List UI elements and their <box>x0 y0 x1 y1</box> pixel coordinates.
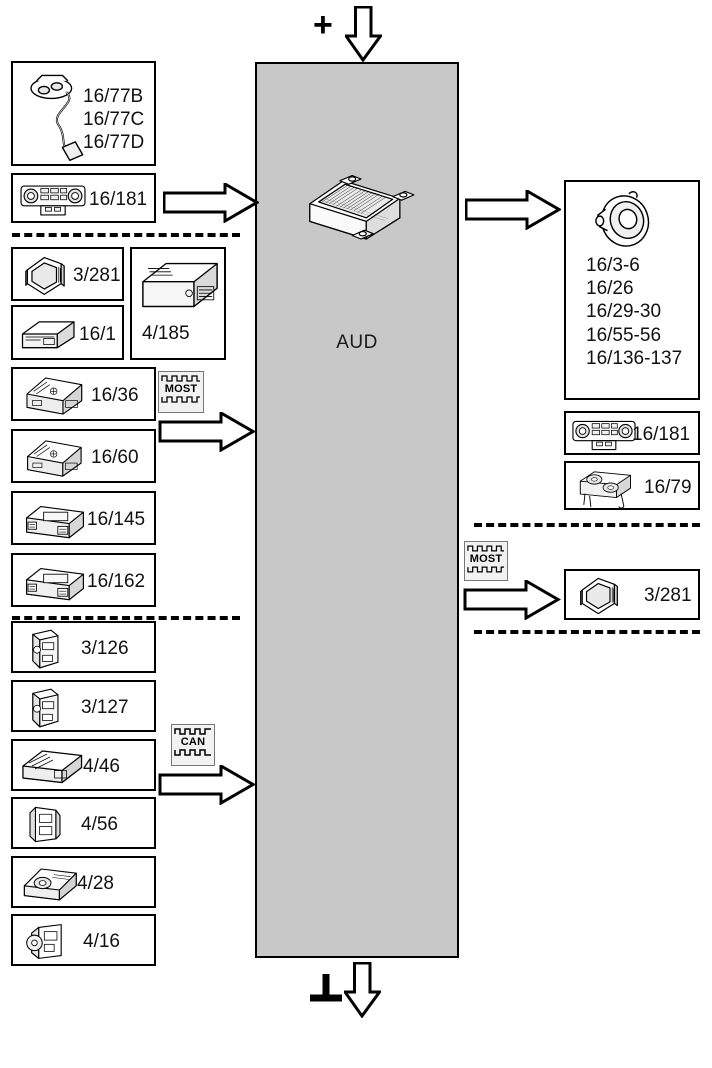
square-wave-icon <box>161 375 200 382</box>
tweeter-pair-icon <box>579 471 631 508</box>
square-wave-icon <box>174 749 211 756</box>
module-16-162-box[interactable]: 16/162 <box>11 553 156 607</box>
module-16-60-box[interactable]: 16/60 <box>11 429 156 483</box>
amplifier-module-icon <box>26 505 84 539</box>
group-separator-left-1 <box>12 233 240 237</box>
component-label: 16/3-6 16/26 16/29-30 16/55-56 16/136-13… <box>586 255 683 369</box>
antenna-cable-icon <box>29 74 84 162</box>
antenna-module-box[interactable]: 16/77B 16/77C 16/77D <box>11 61 156 166</box>
group-separator-left-2 <box>12 616 240 620</box>
ground-terminal <box>306 962 396 1018</box>
sensor-block-icon <box>32 688 59 728</box>
arrow-left-to-aud-1 <box>163 183 259 223</box>
component-label: 16/145 <box>87 509 146 530</box>
square-wave-icon <box>174 728 211 735</box>
can-bus-badge-left: CAN <box>171 724 215 766</box>
down-arrow-icon <box>344 962 381 1018</box>
sensor-block-icon <box>32 629 59 669</box>
control-panel-16-181-box[interactable]: 16/181 <box>11 173 156 223</box>
component-label: 16/36 <box>91 385 139 406</box>
arrow-left-to-aud-can <box>158 765 255 805</box>
module-16-145-box[interactable]: 16/145 <box>11 491 156 545</box>
component-label: 16/60 <box>91 447 139 468</box>
square-wave-icon <box>467 566 505 573</box>
control-module-icon <box>27 440 82 477</box>
control-panel-icon <box>572 420 636 451</box>
group-separator-right-1 <box>474 523 700 527</box>
speaker-icon <box>594 189 656 252</box>
component-label: 4/185 <box>142 323 190 344</box>
component-label: 4/46 <box>83 756 120 777</box>
display-screen-icon <box>25 256 65 296</box>
arrow-aud-to-right-1 <box>465 190 561 230</box>
aud-module-panel[interactable]: AUD <box>255 62 459 958</box>
most-bus-badge-left: MOST <box>158 371 204 413</box>
bus-label: MOST <box>469 553 503 565</box>
flat-module-icon <box>22 750 83 784</box>
tweeter-pair-16-79-box[interactable]: 16/79 <box>564 461 700 510</box>
ground-symbol-icon <box>310 974 342 1002</box>
amplifier-module-icon <box>26 567 84 601</box>
component-label: 3/281 <box>73 265 121 286</box>
power-terminal: + <box>313 4 393 62</box>
most-bus-badge-right: MOST <box>464 541 508 581</box>
display-unit-3-281-box[interactable]: 3/281 <box>11 247 124 301</box>
motor-module-icon <box>26 924 62 959</box>
component-label: 4/16 <box>83 931 120 952</box>
plus-symbol: + <box>313 6 333 44</box>
component-label: 16/162 <box>87 571 146 592</box>
component-label: 16/79 <box>644 477 692 498</box>
unit-4-46-box[interactable]: 4/46 <box>11 739 156 791</box>
sensor-3-127-box[interactable]: 3/127 <box>11 680 156 732</box>
component-label: 3/281 <box>644 585 692 606</box>
head-unit-icon <box>21 321 75 349</box>
round-module-icon <box>23 868 77 901</box>
display-screen-icon <box>580 577 618 615</box>
square-wave-icon <box>161 396 200 403</box>
amplifier-icon <box>309 174 415 240</box>
component-label: 3/126 <box>81 638 129 659</box>
bus-label: MOST <box>164 383 198 395</box>
group-separator-right-2 <box>474 630 700 634</box>
component-label: 4/56 <box>81 814 118 835</box>
control-panel-16-181-right-box[interactable]: 16/181 <box>564 411 700 455</box>
arrow-aud-to-right-most <box>463 580 560 620</box>
speakers-group-box[interactable]: 16/3-6 16/26 16/29-30 16/55-56 16/136-13… <box>564 180 700 400</box>
square-wave-icon <box>467 545 505 552</box>
down-arrow-icon <box>345 6 382 62</box>
bus-label: CAN <box>180 736 206 748</box>
head-unit-16-1-box[interactable]: 16/1 <box>11 305 124 360</box>
page-title: AUD <box>336 332 378 353</box>
component-label: 4/28 <box>77 873 114 894</box>
component-label: 16/1 <box>79 324 116 345</box>
cd-changer-icon <box>142 262 218 308</box>
control-panel-icon <box>20 185 86 216</box>
component-label: 16/181 <box>89 189 148 210</box>
display-unit-3-281-right-box[interactable]: 3/281 <box>564 569 700 620</box>
component-label: 16/77B 16/77C 16/77D <box>83 86 145 154</box>
cd-changer-4-185-box[interactable]: 4/185 <box>130 247 226 360</box>
unit-4-56-box[interactable]: 4/56 <box>11 797 156 849</box>
component-label: 3/127 <box>81 697 129 718</box>
module-16-36-box[interactable]: 16/36 <box>11 367 156 421</box>
sensor-3-126-box[interactable]: 3/126 <box>11 621 156 673</box>
bracket-module-icon <box>29 806 61 843</box>
unit-4-16-box[interactable]: 4/16 <box>11 914 156 966</box>
arrow-left-to-aud-most <box>158 412 255 452</box>
unit-4-28-box[interactable]: 4/28 <box>11 856 156 908</box>
component-label: 16/181 <box>632 424 691 445</box>
control-module-icon <box>26 377 83 415</box>
